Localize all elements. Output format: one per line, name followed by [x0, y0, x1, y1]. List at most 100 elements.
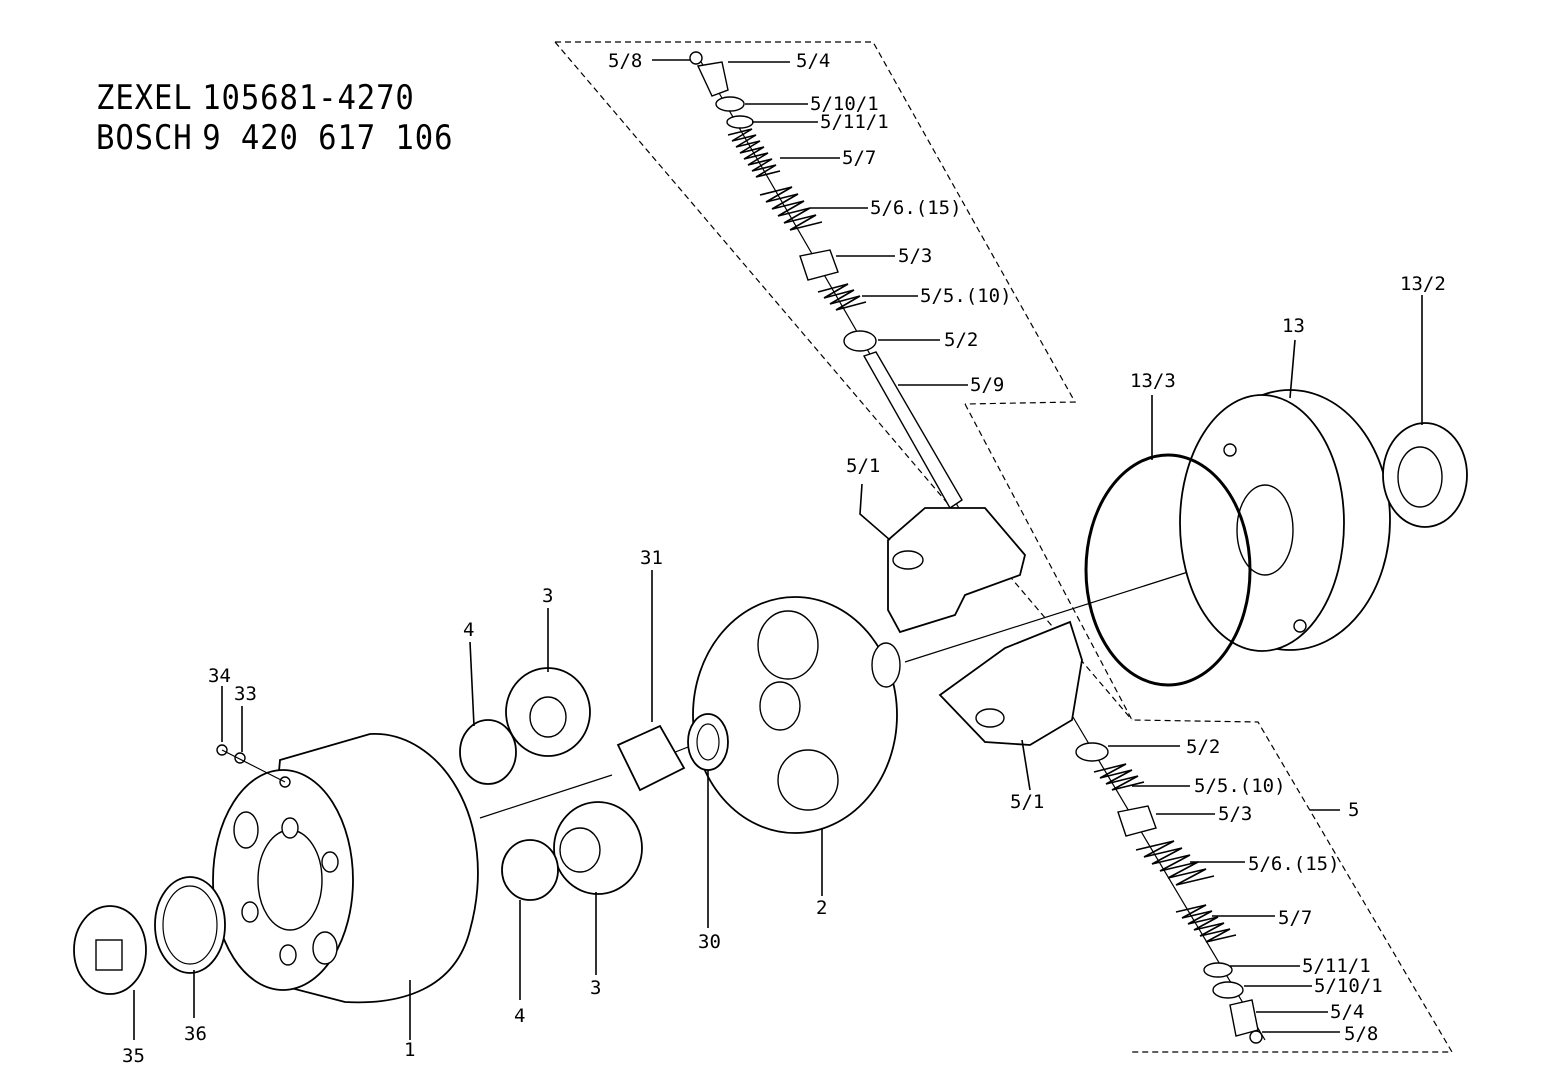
part-1-housing-hole-2 [321, 851, 339, 873]
callout-5-2-lower: 5/2 [1186, 736, 1220, 758]
part-1-housing-hole-3 [241, 901, 259, 923]
part-5-11-1-lower-shim [1203, 962, 1233, 978]
part-5-10-1-upper-washer [715, 96, 745, 112]
callout-13: 13 [1282, 315, 1305, 337]
callout-35: 35 [122, 1045, 145, 1067]
callout-31: 31 [640, 547, 663, 569]
part-30-ring-inner [696, 723, 720, 761]
part-36-seal-ring [154, 876, 226, 974]
callout-5-11-1-lower: 5/11/1 [1302, 955, 1371, 977]
callout-30: 30 [698, 931, 721, 953]
part-5-1-upper-housing [887, 507, 1026, 634]
part-1-housing-hole-4 [279, 944, 297, 966]
part-4-lower-bushing [501, 839, 559, 901]
callout-3-upper: 3 [542, 585, 553, 607]
callout-13-2: 13/2 [1400, 273, 1446, 295]
part-2-center-hole [759, 681, 801, 731]
part-13-2-bearing-bore [1397, 446, 1443, 508]
callout-5-9: 5/9 [970, 374, 1004, 396]
part-3-upper-roller-bore [529, 696, 567, 738]
callout-5-8-upper: 5/8 [608, 50, 642, 72]
part-2-hub [871, 642, 901, 688]
callout-13-3: 13/3 [1130, 370, 1176, 392]
callout-5-7-upper: 5/7 [842, 147, 876, 169]
part-5-10-1-lower-washer [1212, 981, 1244, 999]
part-5-2-upper-seat [843, 330, 877, 352]
callout-5-10-1-lower: 5/10/1 [1314, 975, 1383, 997]
callout-5-8-lower: 5/8 [1344, 1023, 1378, 1045]
callout-5-4-lower: 5/4 [1330, 1001, 1364, 1023]
part-1-housing-bore [257, 829, 323, 931]
part-5-3-upper-retainer [799, 249, 839, 281]
callout-5-3-upper: 5/3 [898, 245, 932, 267]
part-5-3-lower-retainer [1117, 805, 1157, 837]
callout-34: 34 [208, 665, 231, 687]
part-36-seal-ring-inner [162, 885, 218, 965]
part-13-cover-bore [1236, 484, 1294, 576]
part-33-34-axis [221, 749, 286, 783]
callout-5-11-1-upper: 5/11/1 [820, 111, 889, 133]
part-5-1-lower-housing [938, 620, 1083, 746]
callout-5-1-lower: 5/1 [1010, 791, 1044, 813]
callout-36: 36 [184, 1023, 207, 1045]
part-5-6-upper-spring [759, 186, 823, 231]
lower-valve-stack [938, 620, 1263, 1044]
part-5-9-valve-stem [862, 351, 963, 510]
part-5-8-upper-clip [689, 51, 703, 65]
part-35-plug-square-drive [95, 939, 123, 971]
upper-valve-stack [689, 51, 1026, 634]
callout-5-5-10-lower: 5/5.(10) [1194, 775, 1286, 797]
callout-5-7-lower: 5/7 [1278, 907, 1312, 929]
callout-5-10-1-upper: 5/10/1 [810, 93, 879, 115]
part-1-housing-port-a [312, 931, 338, 965]
part-2-upper-pocket [757, 610, 819, 680]
part-31-sleeve [616, 724, 686, 792]
leader-lines [133, 59, 1423, 1040]
part-5-4-upper-seat [696, 61, 729, 97]
part-5-7-lower-spring [1175, 904, 1237, 943]
part-30-ring [687, 713, 729, 771]
part-3-lower-roller-bore [559, 827, 601, 873]
bosch-number: 9 420 617 106 [202, 118, 454, 158]
part-5-1-upper-nipple [892, 550, 924, 570]
part-5-4-lower-seat [1229, 999, 1259, 1037]
part-5-7-upper-spring [727, 128, 781, 178]
callout-5-6-15-upper: 5/6.(15) [870, 197, 962, 219]
part-13-cover-hole-bottom [1293, 619, 1307, 633]
part-5-8-lower-clip [1249, 1030, 1263, 1044]
part-1-housing-port-b [233, 811, 259, 849]
part-5-2-lower-seat [1075, 742, 1109, 762]
callout-4-upper: 4 [463, 619, 474, 641]
zexel-brand: ZEXEL [96, 78, 193, 118]
callout-5-4-upper: 5/4 [796, 50, 830, 72]
callout-2: 2 [816, 897, 827, 919]
callout-5-5-10-upper: 5/5.(10) [920, 285, 1012, 307]
part-5-1-lower-nipple [975, 708, 1005, 728]
callout-1: 1 [404, 1039, 415, 1061]
bosch-brand: BOSCH [96, 118, 193, 158]
part-5-11-1-upper-shim [726, 115, 754, 129]
part-2-lower-pocket [777, 749, 839, 811]
part-1-housing-hole-1 [281, 817, 299, 839]
callout-5-2-upper: 5/2 [944, 329, 978, 351]
callout-5-6-15-lower: 5/6.(15) [1248, 853, 1340, 875]
callout-5: 5 [1348, 799, 1359, 821]
part-13-3-o-ring [1084, 453, 1252, 687]
part-13-cover-hole-top [1223, 443, 1237, 457]
callout-4-lower: 4 [514, 1005, 525, 1027]
part-5-6-lower-spring [1135, 840, 1215, 886]
upper-valve-group-outline [554, 41, 1133, 721]
lower-valve-group-outline [964, 403, 1454, 1053]
callout-5-1-upper: 5/1 [846, 455, 880, 477]
part-4-upper-bushing [459, 719, 517, 785]
part-5-5-upper-spring [817, 283, 867, 311]
zexel-number: 105681-4270 [202, 78, 415, 118]
callout-33: 33 [234, 683, 257, 705]
callout-3-lower: 3 [590, 977, 601, 999]
callout-5-3-lower: 5/3 [1218, 803, 1252, 825]
part-5-5-lower-spring [1093, 763, 1145, 791]
